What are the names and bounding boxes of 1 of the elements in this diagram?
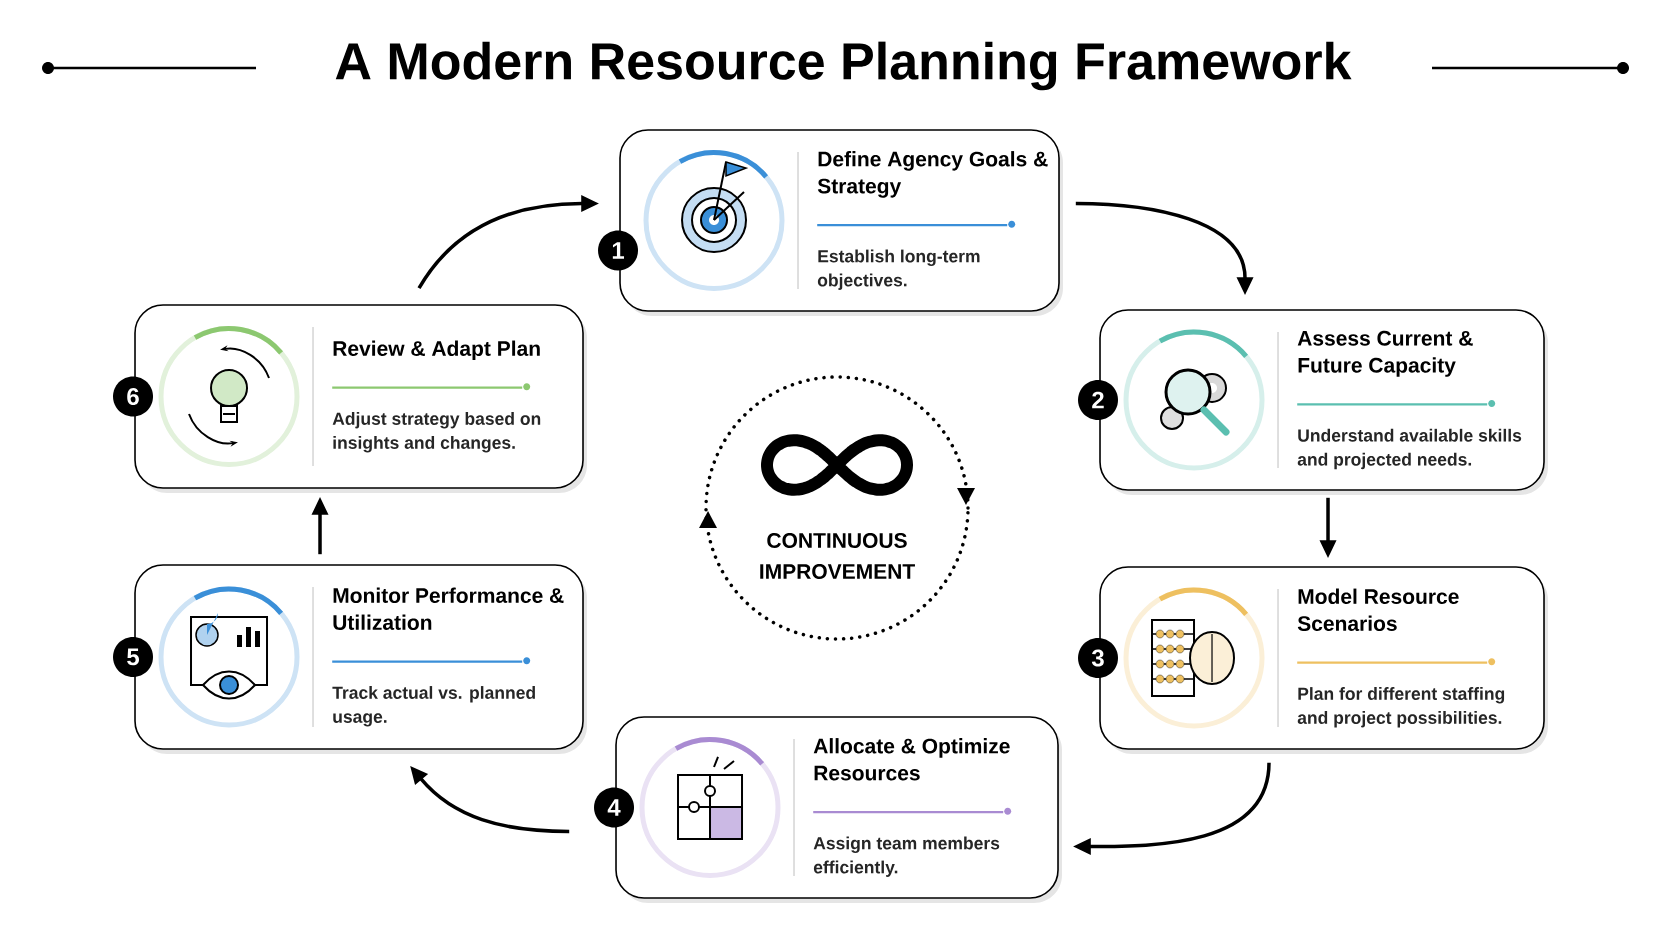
title: A Modern Resource Planning Framework xyxy=(335,41,1352,91)
